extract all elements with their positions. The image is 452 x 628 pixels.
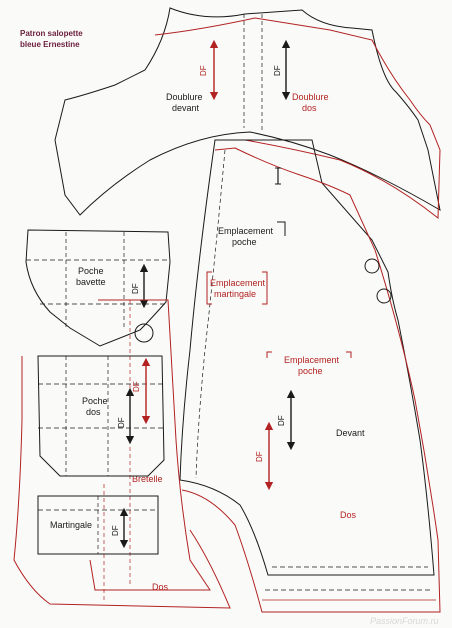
doublure-dos-label-2: dos [302, 103, 317, 113]
martingale-piece: DF Martingale [37, 495, 159, 555]
doublure-dos-outline [154, 17, 441, 220]
poche-bavette-piece: DF Poche bavette [25, 229, 171, 347]
emplacement-poche-red-bracket-right [346, 351, 352, 358]
emplacement-martingale-bracket-right [262, 271, 268, 305]
poche-dos-label-2: dos [86, 407, 101, 417]
emplacement-poche-top-label-2: poche [232, 237, 257, 247]
devant-outline [179, 139, 435, 576]
emplacement-martingale-label-2: martingale [214, 289, 256, 299]
bretelle-outline [89, 299, 211, 591]
devant-inner-dashed-line [195, 149, 226, 479]
poche-bavette-outline [25, 229, 171, 347]
bretelle-piece: Bretelle [89, 299, 211, 591]
doublure-piece: DF DF Doublure devant Doublure dos [54, 7, 441, 220]
doublure-devant-label-1: Doublure [166, 92, 203, 102]
emplacement-martingale-bracket-left [206, 271, 212, 305]
dos-bottom-outline [13, 356, 231, 609]
dos-bottom-label: Dos [152, 582, 169, 592]
doublure-dos-label-1: Doublure [292, 92, 329, 102]
watermark: PassionForum.ru [370, 616, 439, 626]
emplacement-poche-red-label-1: Emplacement [284, 355, 340, 365]
poche-dos-piece: DF DF Poche dos [37, 355, 165, 477]
poche-bavette-df: DF [131, 283, 140, 294]
poche-dos-label-1: Poche [82, 396, 108, 406]
poche-dos-outline [37, 355, 165, 477]
emplacement-poche-bracket [277, 221, 286, 236]
poche-dos-black-df: DF [117, 417, 126, 428]
emplacement-poche-red-label-2: poche [298, 366, 323, 376]
doublure-dos-df: DF [273, 65, 282, 76]
title-line-1: Patron salopette [20, 29, 83, 38]
button-circle-lower [376, 288, 392, 304]
martingale-df: DF [111, 525, 120, 536]
poche-bavette-label-1: Poche [78, 266, 104, 276]
doublure-devant-label-2: devant [172, 103, 200, 113]
emplacement-poche-red-bracket-left [266, 351, 272, 358]
title-line-2: bleue Ernestine [20, 40, 80, 49]
devant-label: Devant [336, 428, 365, 438]
button-circle-upper [364, 258, 380, 274]
bretelle-label: Bretelle [132, 474, 163, 484]
dos-right-label: Dos [340, 510, 357, 520]
poche-bavette-button-circle [134, 323, 154, 343]
devant-df: DF [277, 415, 286, 426]
emplacement-poche-top-label-1: Emplacement [218, 226, 274, 236]
poche-bavette-label-2: bavette [76, 277, 106, 287]
martingale-label: Martingale [50, 520, 92, 530]
devant-dos-piece: Emplacement poche Emplacement martingale… [179, 139, 441, 613]
emplacement-martingale-label-1: Emplacement [210, 278, 266, 288]
doublure-devant-df: DF [199, 65, 208, 76]
dos-outline [181, 147, 441, 613]
dos-df: DF [255, 451, 264, 462]
poche-dos-red-df: DF [132, 381, 141, 392]
dos-bottom-piece: Dos [13, 356, 231, 609]
doublure-devant-outline [54, 7, 441, 216]
